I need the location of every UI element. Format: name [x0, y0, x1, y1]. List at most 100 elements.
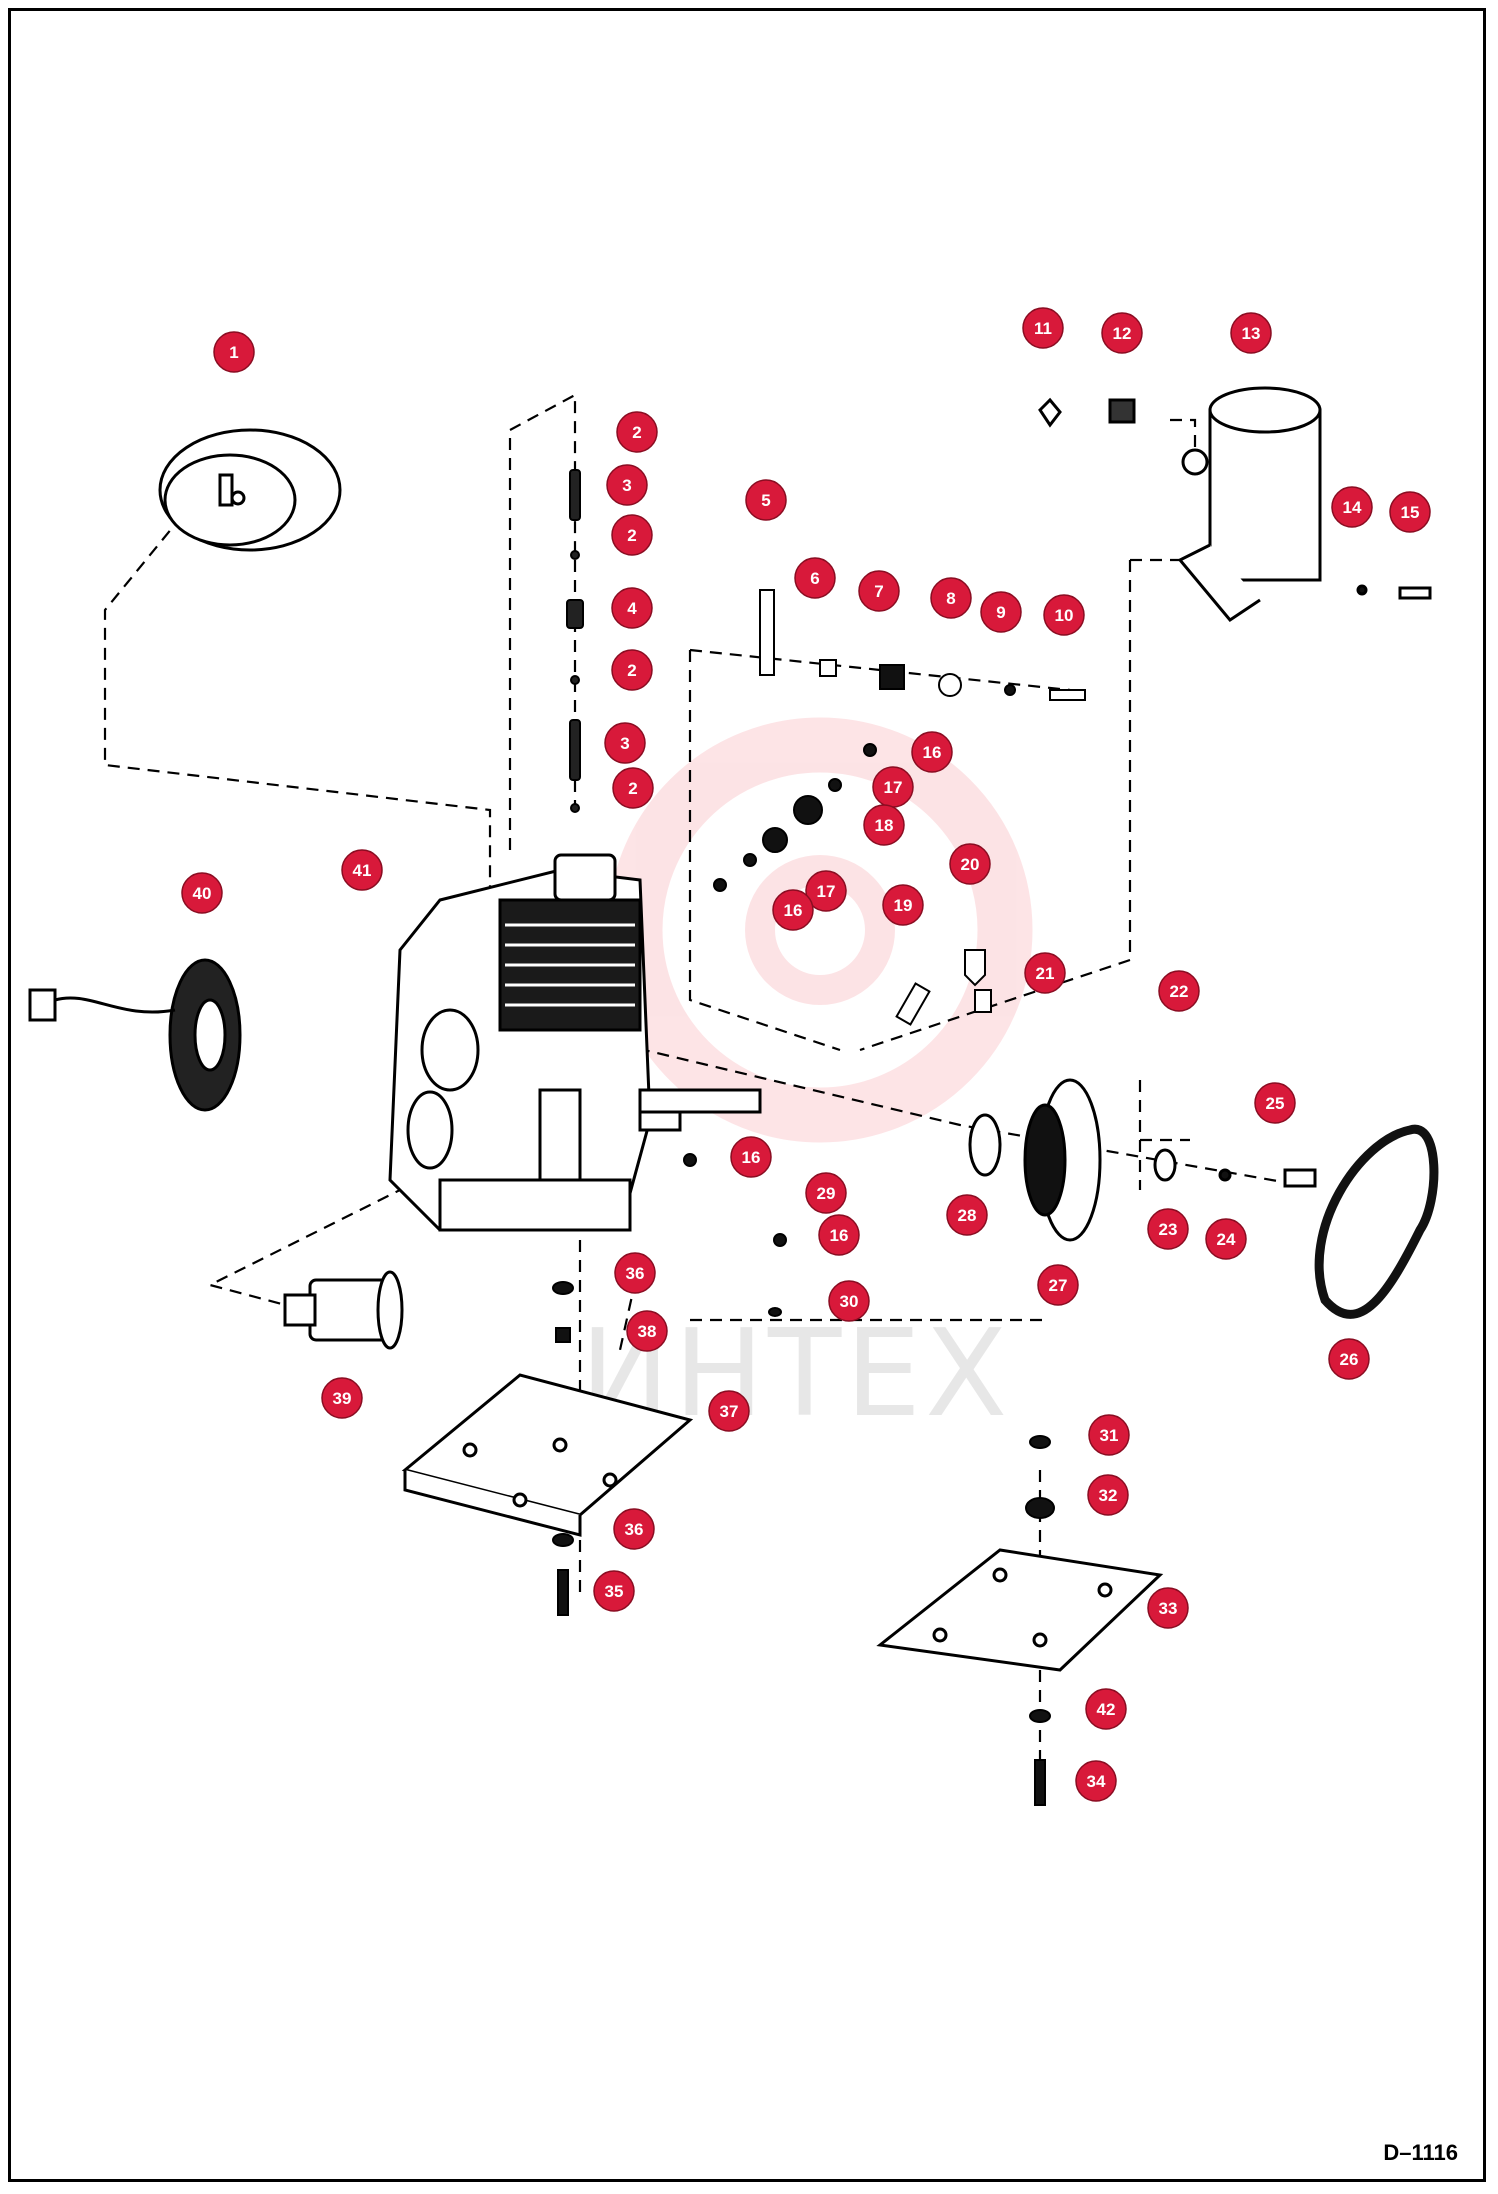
air-cleaner-assembly — [1038, 386, 1432, 622]
callout-marker — [1230, 312, 1272, 354]
callout-label: 28 — [958, 1206, 977, 1225]
callout-marker — [828, 1280, 870, 1322]
callout-marker — [805, 870, 847, 912]
callout-label: 36 — [625, 1520, 644, 1539]
callout-label: 25 — [1266, 1094, 1285, 1113]
callout-label: 11 — [1034, 319, 1052, 338]
callout-19: 19 — [882, 884, 924, 926]
callout-label: 1 — [229, 343, 238, 362]
callout-29: 29 — [805, 1172, 847, 1214]
callout-marker — [1389, 491, 1431, 533]
pulley-assembly — [968, 1078, 1317, 1242]
callout-13: 13 — [1230, 312, 1272, 354]
callout-2: 2 — [612, 767, 654, 809]
callout-marker — [946, 1194, 988, 1236]
callout-22: 22 — [1158, 970, 1200, 1012]
callout-16: 16 — [730, 1136, 772, 1178]
callout-label: 16 — [784, 901, 803, 920]
callout-label: 6 — [810, 569, 819, 588]
callout-marker — [613, 1508, 655, 1550]
callout-label: 2 — [627, 526, 636, 545]
callout-marker — [1024, 952, 1066, 994]
callout-marker — [614, 1252, 656, 1294]
callout-marker — [611, 587, 653, 629]
callout-marker — [593, 1570, 635, 1612]
callout-6: 6 — [794, 557, 836, 599]
callout-marker — [321, 1377, 363, 1419]
callout-30: 30 — [828, 1280, 870, 1322]
callout-label: 18 — [875, 816, 894, 835]
callout-marker — [1158, 970, 1200, 1012]
callout-marker — [213, 331, 255, 373]
callout-25: 25 — [1254, 1082, 1296, 1124]
callout-marker — [1205, 1218, 1247, 1260]
callout-marker — [805, 1172, 847, 1214]
callout-24: 24 — [1205, 1218, 1247, 1260]
callout-10: 10 — [1043, 594, 1085, 636]
callout-label: 12 — [1113, 324, 1132, 343]
callout-2: 2 — [611, 649, 653, 691]
callout-label: 27 — [1049, 1276, 1068, 1295]
callout-11: 11 — [1022, 307, 1064, 349]
callout-9: 9 — [980, 591, 1022, 633]
callout-label: 36 — [626, 1264, 645, 1283]
callout-label: 42 — [1097, 1700, 1116, 1719]
callout-label: 22 — [1170, 982, 1189, 1001]
callout-label: 38 — [638, 1322, 657, 1341]
ignition-coil — [28, 958, 242, 1112]
callout-label: 26 — [1340, 1350, 1359, 1369]
callout-3: 3 — [604, 722, 646, 764]
stud-column — [566, 469, 584, 813]
callout-label: 40 — [193, 884, 212, 903]
callout-marker — [1101, 312, 1143, 354]
callout-label: 16 — [742, 1148, 761, 1167]
callout-2: 2 — [616, 411, 658, 453]
callout-label: 3 — [620, 734, 629, 753]
callout-label: 14 — [1343, 498, 1362, 517]
callout-36: 36 — [614, 1252, 656, 1294]
callout-36: 36 — [613, 1508, 655, 1550]
callout-32: 32 — [1087, 1474, 1129, 1516]
callout-marker — [1147, 1208, 1189, 1250]
callout-5: 5 — [745, 479, 787, 521]
callout-label: 10 — [1055, 606, 1074, 625]
callout-40: 40 — [181, 872, 223, 914]
callout-marker — [745, 479, 787, 521]
callout-marker — [341, 849, 383, 891]
callout-marker — [1085, 1688, 1127, 1730]
base-plate — [876, 1548, 1164, 1672]
callout-marker — [708, 1390, 750, 1432]
callout-20: 20 — [949, 843, 991, 885]
callout-marker — [858, 570, 900, 612]
callout-17: 17 — [872, 766, 914, 808]
callout-marker — [1022, 307, 1064, 349]
callout-label: 16 — [923, 743, 942, 762]
callout-marker — [1087, 1474, 1129, 1516]
callout-marker — [626, 1310, 668, 1352]
callout-marker — [1331, 486, 1373, 528]
callout-37: 37 — [708, 1390, 750, 1432]
callout-marker — [1088, 1414, 1130, 1456]
callout-4: 4 — [611, 587, 653, 629]
callout-label: 37 — [720, 1402, 739, 1421]
callout-marker — [730, 1136, 772, 1178]
callout-marker — [1075, 1760, 1117, 1802]
callout-label: 2 — [627, 661, 636, 680]
callout-14: 14 — [1331, 486, 1373, 528]
callout-label: 4 — [627, 599, 637, 618]
callout-23: 23 — [1147, 1208, 1189, 1250]
callout-35: 35 — [593, 1570, 635, 1612]
callout-34: 34 — [1075, 1760, 1117, 1802]
callout-12: 12 — [1101, 312, 1143, 354]
callout-marker — [980, 591, 1022, 633]
callout-label: 2 — [628, 779, 637, 798]
callout-label: 39 — [333, 1389, 352, 1408]
callout-16: 16 — [818, 1214, 860, 1256]
callout-label: 30 — [840, 1292, 859, 1311]
callout-label: 34 — [1087, 1772, 1106, 1791]
callout-2: 2 — [611, 514, 653, 556]
callout-label: 13 — [1242, 324, 1261, 343]
callout-marker — [1043, 594, 1085, 636]
callout-label: 17 — [817, 882, 836, 901]
